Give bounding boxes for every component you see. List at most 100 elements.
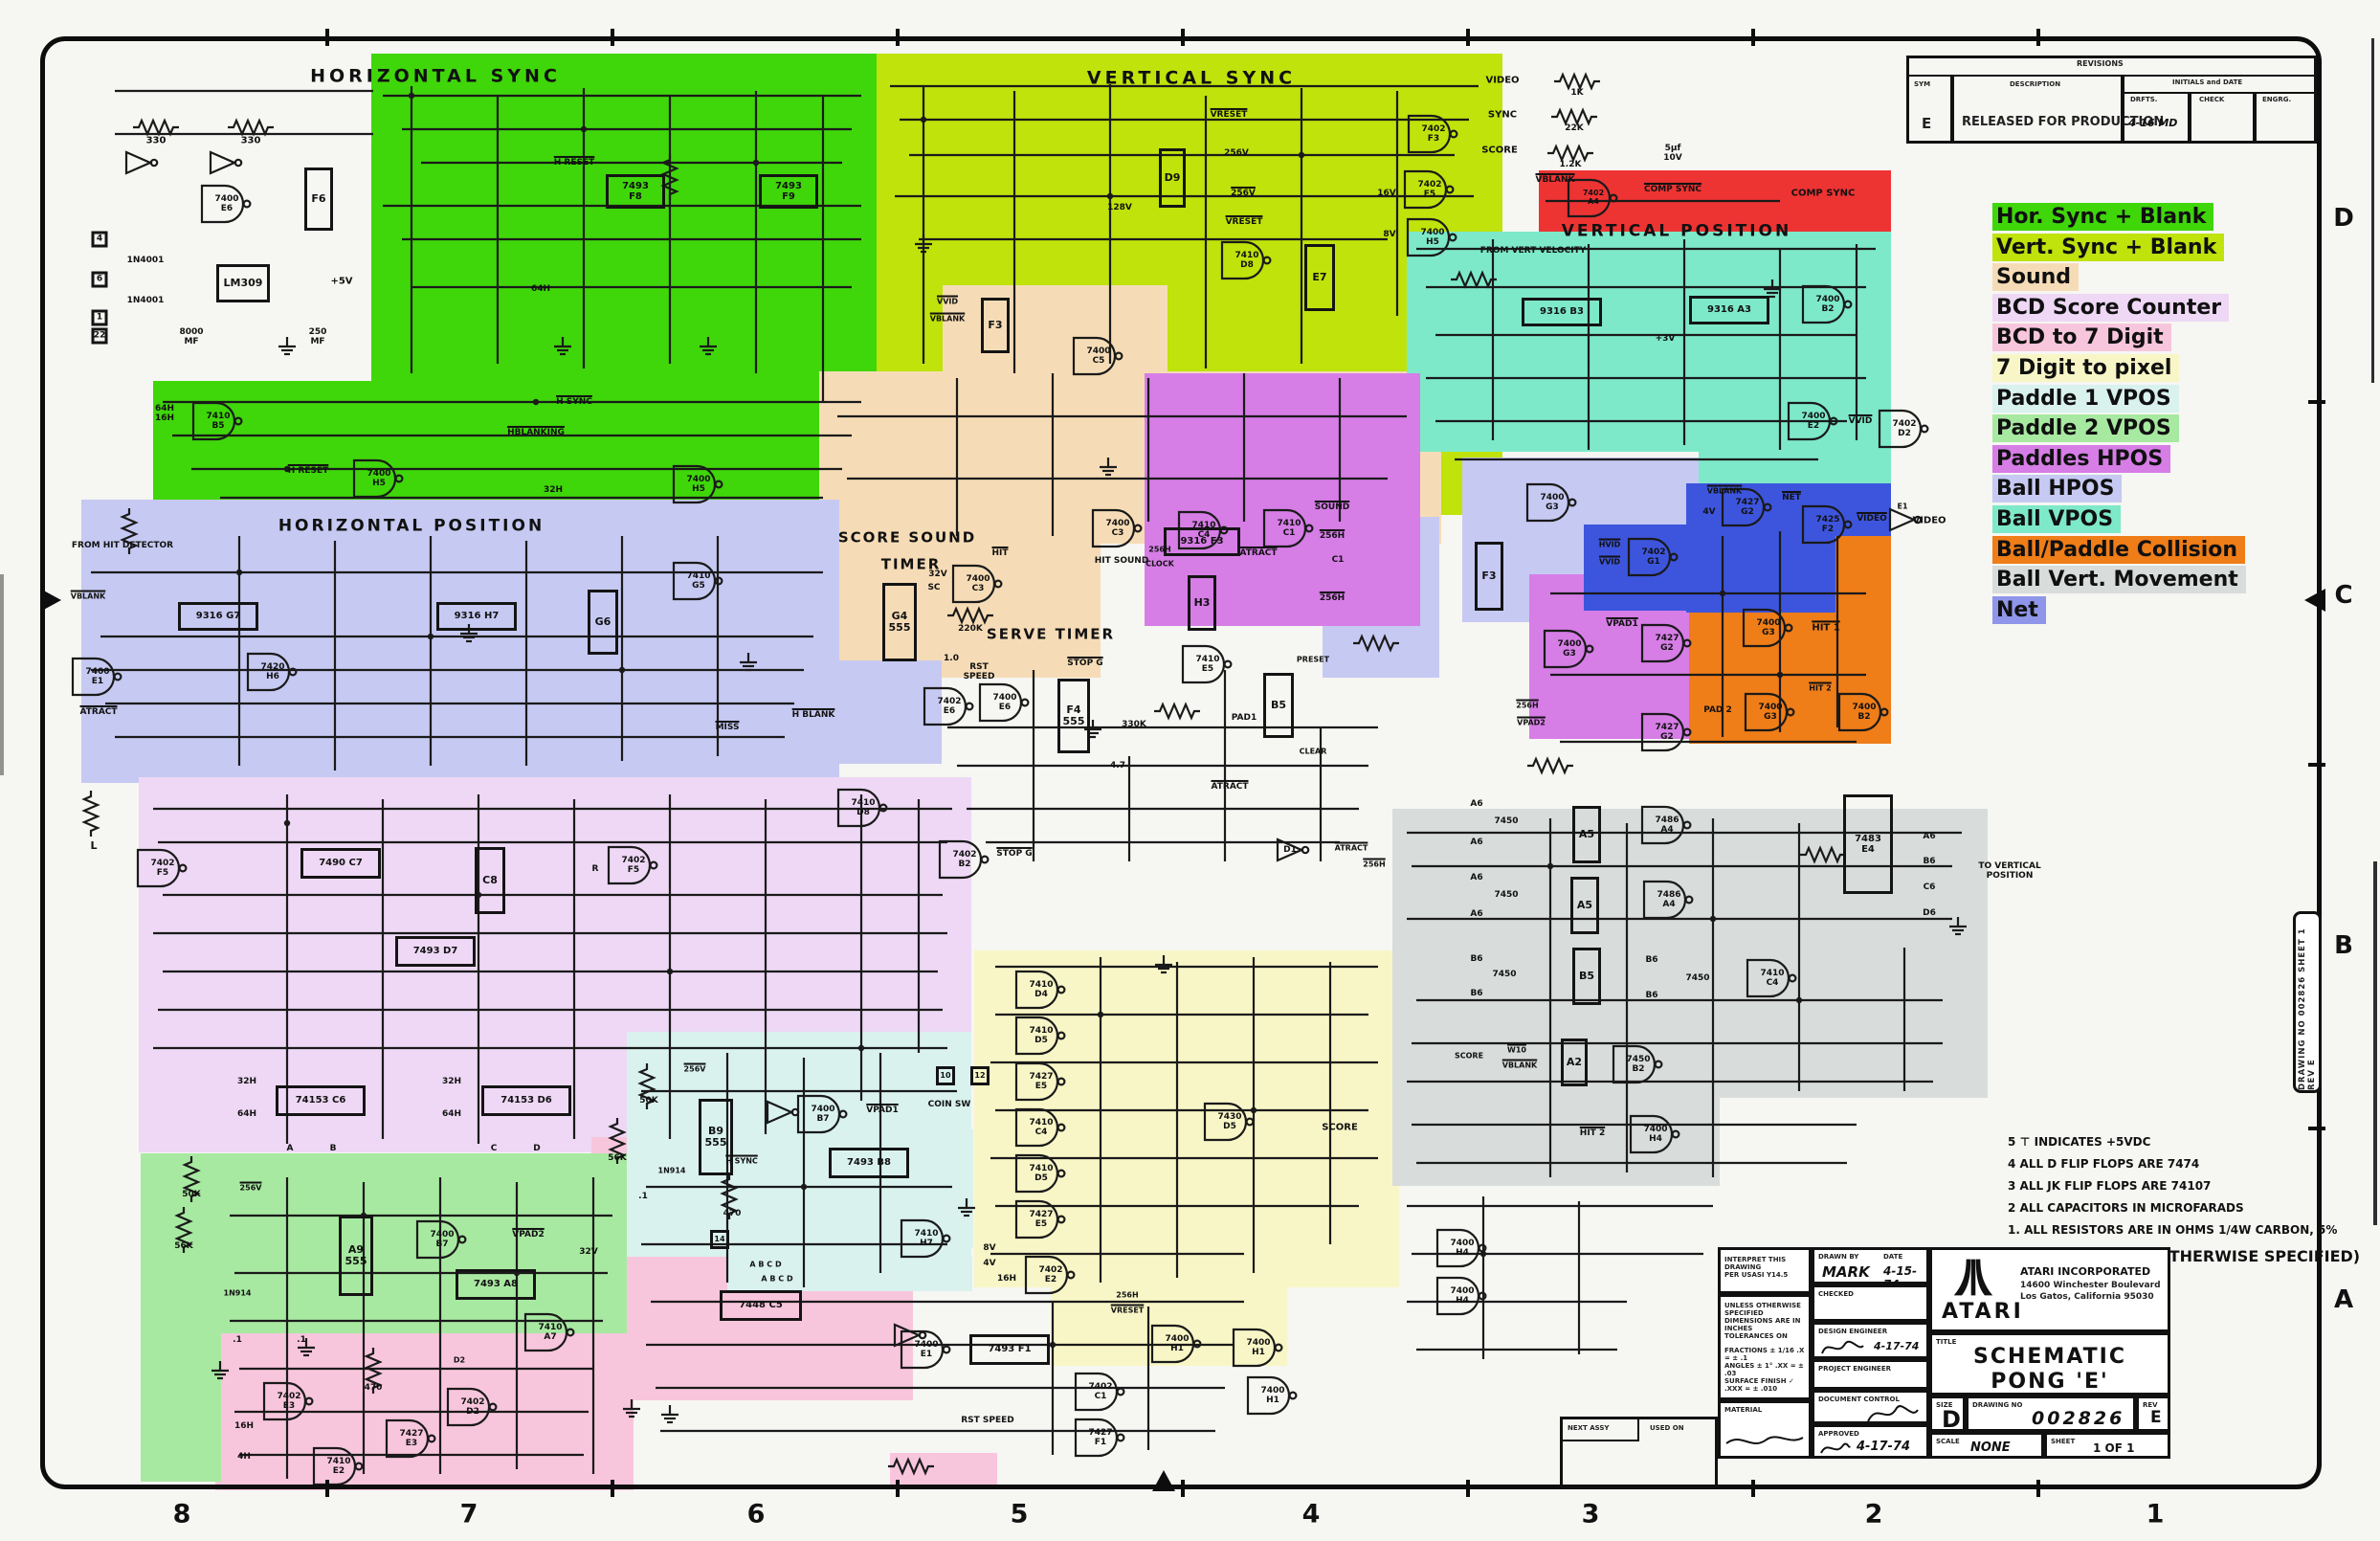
schematic-label: VBLANK xyxy=(929,314,966,324)
schematic-label: 256H xyxy=(1363,860,1386,869)
gate-label: 7410 H7 xyxy=(914,1228,939,1248)
schematic-label: 1K xyxy=(1570,87,1584,98)
schematic-label: RST SPEED xyxy=(961,1415,1014,1425)
schematic-label: VBLANK xyxy=(1706,486,1743,496)
gate-label: 7402 D2 xyxy=(460,1396,485,1417)
schematic-label: 4H xyxy=(237,1451,251,1462)
component-box-label: 7493 D7 xyxy=(395,936,476,967)
schematic-label: VPAD1 xyxy=(1606,618,1638,629)
gate-label: 7400 H5 xyxy=(1420,227,1445,247)
schematic-label: HIT SOUND xyxy=(1094,555,1149,566)
component-box-label: A2 xyxy=(1561,1038,1588,1086)
gate-label: 7410 C4 xyxy=(1191,520,1216,540)
component-box-label: 9316 A3 xyxy=(1689,296,1769,324)
schematic-label: 7450 xyxy=(1685,972,1710,983)
schematic-label: C6 xyxy=(1923,882,1936,892)
drawn-by-label: DRAWN BY xyxy=(1818,1253,1859,1261)
document-control-label: DOCUMENT CONTROL xyxy=(1818,1396,1900,1403)
component-box-label: F4 555 xyxy=(1057,679,1090,753)
legend-item: BCD Score Counter xyxy=(1992,293,2246,324)
schematic-label: CLOCK xyxy=(1146,559,1174,569)
schematic-label: 64H xyxy=(236,1108,257,1119)
gate-label: 7400 B7 xyxy=(430,1229,455,1249)
design-engineer-date: 4-17-74 xyxy=(1874,1340,1920,1352)
gate-label: 7427 F1 xyxy=(1088,1427,1113,1447)
legend-swatch-12: Ball Vert. Movement xyxy=(1992,566,2246,594)
schematic-label: VVID xyxy=(937,297,958,306)
legend-item: Paddle 2 VPOS xyxy=(1992,414,2246,445)
legend-swatch-9: Ball HPOS xyxy=(1992,475,2123,503)
component-box-label: 10 xyxy=(936,1066,955,1085)
sound-region xyxy=(943,285,1168,376)
schematic-label: VRESET xyxy=(1110,1306,1145,1315)
schematic-label: 1N4001 xyxy=(126,295,165,305)
project-engineer-label: PROJECT ENGINEER xyxy=(1818,1365,1892,1373)
legend-swatch-10: Ball VPOS xyxy=(1992,504,2122,533)
schematic-label: HIT 2 xyxy=(1809,683,1832,693)
schematic-label: TIMER xyxy=(880,555,942,573)
component-box-label: D9 xyxy=(1159,148,1186,208)
schematic-label: D1 xyxy=(1283,844,1297,855)
company-address1: 14600 Winchester Boulevard xyxy=(2020,1281,2161,1290)
schematic-label: 256H xyxy=(1319,592,1346,603)
scan-edge-mark xyxy=(2371,38,2374,383)
legend-swatch-7: Paddle 2 VPOS xyxy=(1992,414,2179,443)
drawing-no-label: DRAWING NO xyxy=(1972,1401,2023,1409)
legend-item: Ball HPOS xyxy=(1992,475,2246,505)
gate-label: 7400 H4 xyxy=(1643,1124,1668,1144)
schematic-label: D6 xyxy=(1923,907,1936,918)
gate-label: 7400 H5 xyxy=(686,474,711,494)
gate-label: 7400 B2 xyxy=(1852,702,1877,722)
revisions-header: REVISIONS xyxy=(2077,59,2124,68)
schematic-label: C1 xyxy=(1331,554,1345,565)
legend-item: Sound xyxy=(1992,263,2246,294)
atari-logo-text: ATARI xyxy=(1942,1300,2024,1324)
gate-label: 7402 G1 xyxy=(1641,547,1666,567)
component-box-label: G4 555 xyxy=(882,583,917,661)
schematic-label: 32H xyxy=(441,1076,462,1086)
schematic-label: .1 xyxy=(638,1191,648,1201)
component-box-label: LM309 xyxy=(216,264,270,302)
schematic-label: SERVE TIMER xyxy=(986,625,1116,643)
gate-label: 7400 E1 xyxy=(914,1339,939,1359)
schematic-label: HBLANKING xyxy=(507,427,565,437)
size-value: D xyxy=(1942,1406,1961,1433)
gate-label: 7410 D8 xyxy=(851,797,876,817)
legend-swatch-6: Paddle 1 VPOS xyxy=(1992,384,2179,413)
sidebar-text: DRAWING NO 002826 SHEET 1 REV E xyxy=(2298,927,2317,1090)
paddle2-vpos-region xyxy=(141,1333,221,1482)
component-box-label: 4 xyxy=(91,231,108,248)
legend-swatch-13: Net xyxy=(1992,595,2046,624)
used-on-label: USED ON xyxy=(1650,1424,1684,1432)
schematic-label: VERTICAL SYNC xyxy=(1086,67,1297,89)
interpret-note: INTERPRET THIS DRAWING PER USASI Y14.5 xyxy=(1724,1256,1789,1279)
schematic-label: 56K xyxy=(608,1152,627,1163)
component-box-label: 7483 E4 xyxy=(1843,794,1893,894)
gate-label: 7400 H1 xyxy=(1260,1385,1285,1405)
schematic-label: 256H xyxy=(1148,545,1171,554)
gate-label: 7402 F5 xyxy=(150,858,175,878)
schematic-label: 330 xyxy=(145,135,167,146)
schematic-label: VVID xyxy=(1848,415,1873,426)
component-box-label: E7 xyxy=(1304,244,1335,311)
component-box-label: 7490 C7 xyxy=(300,848,381,879)
gate-label: 7400 E6 xyxy=(214,193,239,213)
schematic-label: RST SPEED xyxy=(963,661,995,681)
gate-label: 7402 E3 xyxy=(277,1391,301,1411)
component-box-label: 7493 A8 xyxy=(456,1269,536,1300)
gate-label: 7425 F2 xyxy=(1815,514,1840,534)
component-box-label: 1 xyxy=(91,309,108,326)
schematic-label: VIDEO xyxy=(1912,515,1946,526)
schematic-label: HIT 1 xyxy=(1812,622,1840,634)
schematic-label: COMP SYNC xyxy=(1643,184,1702,194)
note-line: 5 ⊤ INDICATES +5VDC xyxy=(2008,1135,2151,1149)
schematic-label: +3V xyxy=(1655,333,1676,344)
schematic-label: 16V xyxy=(1377,188,1396,198)
legend-item: Net xyxy=(1992,595,2246,627)
company-address2: Los Gatos, California 95030 xyxy=(2020,1292,2154,1302)
schematic-label: 1.2K xyxy=(1559,159,1582,169)
schematic-label: 256V xyxy=(1224,147,1249,158)
schematic-label: 470 xyxy=(364,1382,383,1393)
